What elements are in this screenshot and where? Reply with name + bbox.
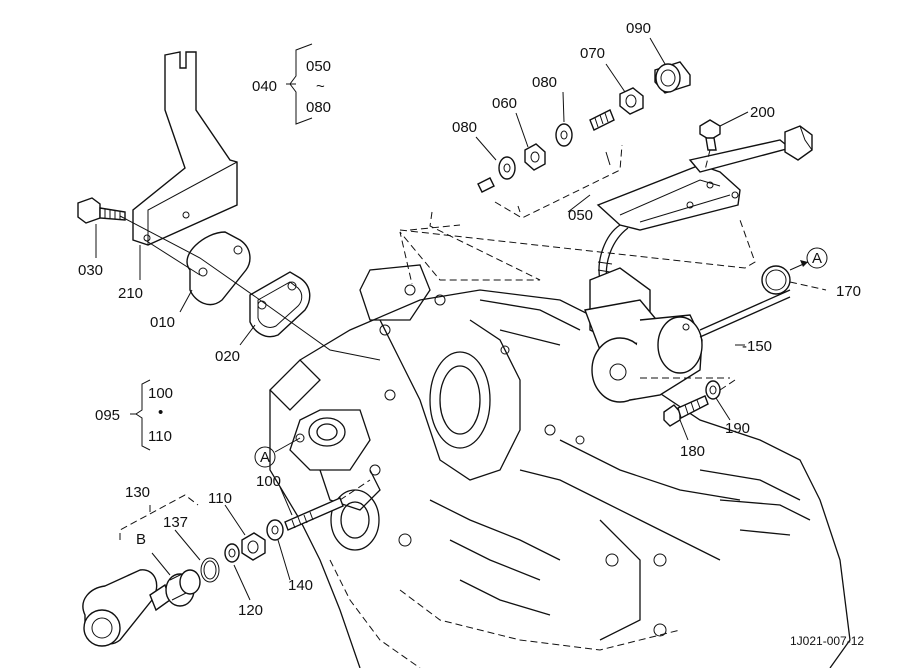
- label-100-range: 100: [148, 385, 173, 402]
- label-210: 210: [118, 285, 143, 302]
- control-rod-assembly: [596, 125, 813, 231]
- label-180: 180: [680, 443, 705, 460]
- label-170: 170: [836, 283, 861, 300]
- label-130: 130: [125, 484, 150, 501]
- label-080-range-end: 080: [306, 99, 331, 116]
- label-095: 095: [95, 407, 120, 424]
- label-tilde: ~: [316, 78, 325, 95]
- engine-block: [269, 264, 851, 668]
- washer-190: [705, 380, 721, 400]
- bracket-040: [286, 43, 313, 125]
- callout-a-lower: A: [260, 449, 270, 466]
- label-110-part: 110: [208, 490, 232, 507]
- sleeve-bottom: [82, 569, 158, 647]
- label-080-left: 080: [452, 119, 477, 136]
- label-080-right: 080: [532, 74, 557, 91]
- callout-a-circle-top: [806, 247, 828, 269]
- bolt-200: [699, 119, 721, 151]
- sleeve-090: [654, 61, 691, 94]
- callout-a-top: A: [812, 250, 822, 267]
- bracket-210: [132, 51, 238, 246]
- label-050-range-start: 050: [306, 58, 331, 75]
- nut-110: [241, 532, 266, 561]
- label-b: B: [136, 531, 146, 548]
- washer-080-right: [555, 123, 573, 147]
- label-070: 070: [580, 45, 605, 62]
- threaded-stud: [589, 109, 615, 131]
- label-200: 200: [750, 104, 775, 121]
- callout-a-circle-lower: [254, 446, 276, 468]
- stud-100: [284, 497, 344, 531]
- label-120: 120: [238, 602, 263, 619]
- washer-080-left: [498, 156, 516, 180]
- nut-060: [524, 143, 546, 171]
- label-090: 090: [626, 20, 651, 37]
- plug-b: [149, 569, 201, 612]
- bolt-030: [77, 197, 126, 224]
- label-050-bracket: 050: [568, 207, 593, 224]
- label-110-range: 110: [148, 428, 172, 445]
- drawing-id: 1J021-007-12: [790, 634, 864, 648]
- label-150: -150: [742, 338, 772, 355]
- label-060: 060: [492, 95, 517, 112]
- label-140: 140: [288, 577, 313, 594]
- washer-120: [224, 543, 240, 563]
- label-010: 010: [150, 314, 175, 331]
- gasket-020: [249, 271, 311, 338]
- label-137: 137: [163, 514, 188, 531]
- spring-pin-left: [477, 177, 495, 193]
- bolt-180: [663, 395, 709, 427]
- label-100-part: 100: [256, 473, 281, 490]
- washer-140: [266, 519, 284, 541]
- nut-070: [619, 87, 644, 115]
- label-030: 030: [78, 262, 103, 279]
- label-040: 040: [252, 78, 277, 95]
- solenoid-150: [584, 267, 791, 403]
- label-020: 020: [215, 348, 240, 365]
- label-dot: •: [158, 404, 163, 421]
- label-190: 190: [725, 420, 750, 437]
- plate-010: [186, 231, 251, 306]
- snap-ring-137: [200, 557, 220, 583]
